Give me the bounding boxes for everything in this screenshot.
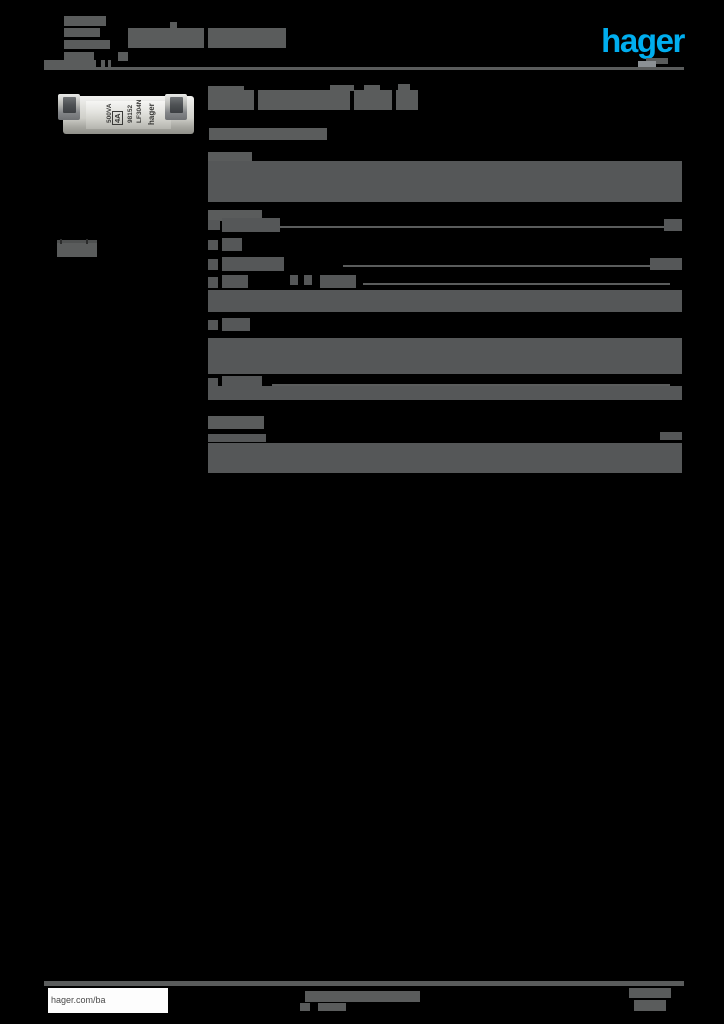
fuse-label-article: 98152 <box>127 104 134 123</box>
row-bullet-6 <box>208 320 218 330</box>
fuse-label-brand: hager <box>147 103 156 125</box>
row-leader-8 <box>272 384 670 386</box>
header-meta-line-4 <box>64 52 94 61</box>
hager-logo-tagline <box>646 58 668 64</box>
footer-page-number <box>634 1000 666 1011</box>
section-1-heading <box>208 152 252 163</box>
footer-right-line <box>629 988 671 998</box>
header-meta-line-3 <box>64 40 110 49</box>
footer-center-line-3 <box>318 1003 346 1011</box>
row-value-9 <box>660 432 682 440</box>
row-label-4c <box>304 275 312 285</box>
header-rule-tab <box>44 60 96 68</box>
section-2-heading <box>208 210 262 221</box>
row-band-10 <box>208 443 682 473</box>
footer-center-line-1 <box>305 991 420 1002</box>
page-header: hager <box>44 14 685 70</box>
row-bullet-3 <box>208 259 218 270</box>
header-divider <box>44 67 684 70</box>
header-meta-line-5 <box>118 52 128 61</box>
main-subtitle <box>209 128 327 140</box>
row-label-6 <box>222 318 250 331</box>
row-band-5 <box>208 290 682 312</box>
fuse-contact-left <box>63 97 76 113</box>
row-band-8-value <box>208 386 682 400</box>
row-band-7 <box>208 338 682 374</box>
fuse-contact-right <box>170 97 183 113</box>
row-bullet-1 <box>208 220 220 230</box>
fuse-label-voltage: 500VA <box>106 103 113 123</box>
header-title-word-1 <box>128 28 204 48</box>
row-label-9 <box>208 434 266 442</box>
hager-logo: hager <box>601 22 685 59</box>
row-label-4a <box>222 275 248 288</box>
row-label-1 <box>222 218 280 232</box>
row-label-4d <box>320 275 356 288</box>
header-meta-line-2 <box>64 28 100 37</box>
header-title-accent <box>170 22 177 28</box>
sidebar-label <box>57 243 97 257</box>
header-title-word-2 <box>208 28 286 48</box>
footer-center-line-2 <box>300 1003 310 1011</box>
section-1-description-block <box>208 161 682 202</box>
sidebar-label-underline <box>57 240 97 243</box>
footer-divider <box>44 981 684 986</box>
header-meta-line-1 <box>64 16 106 26</box>
row-bullet-10 <box>208 462 216 472</box>
row-label-3 <box>222 257 284 271</box>
header-rule-tab-3 <box>108 60 111 68</box>
sidebar-label-notch-right <box>86 239 88 244</box>
row-leader-1 <box>280 226 670 228</box>
sidebar-label-notch-left <box>60 239 62 244</box>
fuse-body <box>86 101 171 129</box>
header-rule-tab-2 <box>101 60 105 68</box>
row-leader-3 <box>343 265 670 267</box>
footer-url[interactable]: hager.com/ba <box>48 988 168 1013</box>
row-value-1 <box>664 219 682 231</box>
product-image: hager LF304N 98152 4A 500VA <box>57 88 200 141</box>
row-leader-4 <box>363 283 670 285</box>
section-3-heading <box>208 416 264 429</box>
row-label-8 <box>222 376 262 389</box>
fuse-label-current: 4A <box>112 111 123 125</box>
row-bullet-8 <box>208 378 218 389</box>
row-bullet-2 <box>208 240 218 250</box>
row-value-3 <box>650 258 682 270</box>
header-rule-right-marker <box>638 61 656 67</box>
row-label-2 <box>222 238 242 251</box>
row-label-4b <box>290 275 298 285</box>
row-bullet-4 <box>208 277 218 288</box>
fuse-label-type: LF304N <box>136 99 143 123</box>
